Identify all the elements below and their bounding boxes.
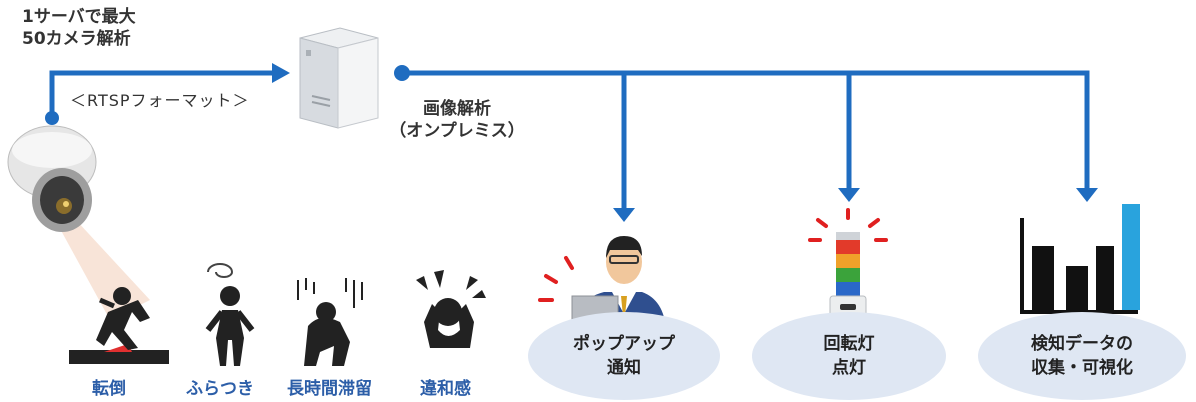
analysis-label-line2: （オンプレミス） bbox=[389, 121, 525, 141]
fall-icon bbox=[69, 287, 169, 364]
dizzy-icon bbox=[205, 263, 255, 366]
bar-chart-icon bbox=[1020, 204, 1140, 314]
camera-to-server-line bbox=[49, 70, 272, 118]
distress-icon bbox=[416, 270, 486, 348]
action-popup-line1: ポップアップ bbox=[573, 334, 675, 354]
action-rotating-lamp: 回転灯 点灯 bbox=[752, 312, 946, 400]
arrow-to-server bbox=[272, 63, 290, 83]
action-data-collection: 検知データの 収集・可視化 bbox=[978, 312, 1186, 400]
server-icon bbox=[299, 27, 379, 129]
analysis-label: 画像解析 （オンプレミス） bbox=[387, 98, 527, 142]
protocol-label: ＜RTSPフォーマット＞ bbox=[70, 91, 250, 110]
server-capacity-line2: 50カメラ解析 bbox=[22, 29, 131, 49]
server-capacity-line1: 1サーバで最大 bbox=[22, 7, 136, 27]
arrow-to-chart bbox=[1076, 188, 1098, 202]
arrow-to-lamp bbox=[838, 188, 860, 202]
action-data-line1: 検知データの bbox=[1031, 334, 1133, 354]
behavior-label-distress: 違和感 bbox=[420, 379, 471, 399]
behavior-label-long-stay: 長時間滞留 bbox=[287, 379, 372, 399]
long-stay-icon bbox=[297, 278, 363, 366]
signal-tower-icon bbox=[808, 208, 888, 319]
server-capacity-text: 1サーバで最大 50カメラ解析 bbox=[22, 6, 136, 50]
action-popup-notification: ポップアップ 通知 bbox=[528, 312, 720, 400]
behavior-label-dizzy: ふらつき bbox=[186, 379, 254, 399]
camera-line-dot bbox=[45, 111, 59, 125]
server-to-chart-line bbox=[402, 70, 1090, 195]
action-popup-line2: 通知 bbox=[607, 358, 641, 378]
analysis-label-line1: 画像解析 bbox=[423, 99, 491, 119]
behavior-label-fall: 転倒 bbox=[92, 379, 126, 399]
flow-lines bbox=[49, 70, 1090, 210]
arrow-to-popup bbox=[613, 208, 635, 222]
action-data-line2: 収集・可視化 bbox=[1031, 358, 1133, 378]
camera-icon bbox=[7, 125, 97, 232]
action-lamp-line1: 回転灯 bbox=[823, 334, 875, 354]
action-lamp-line2: 点灯 bbox=[832, 358, 866, 378]
server-line-dot bbox=[394, 65, 410, 81]
